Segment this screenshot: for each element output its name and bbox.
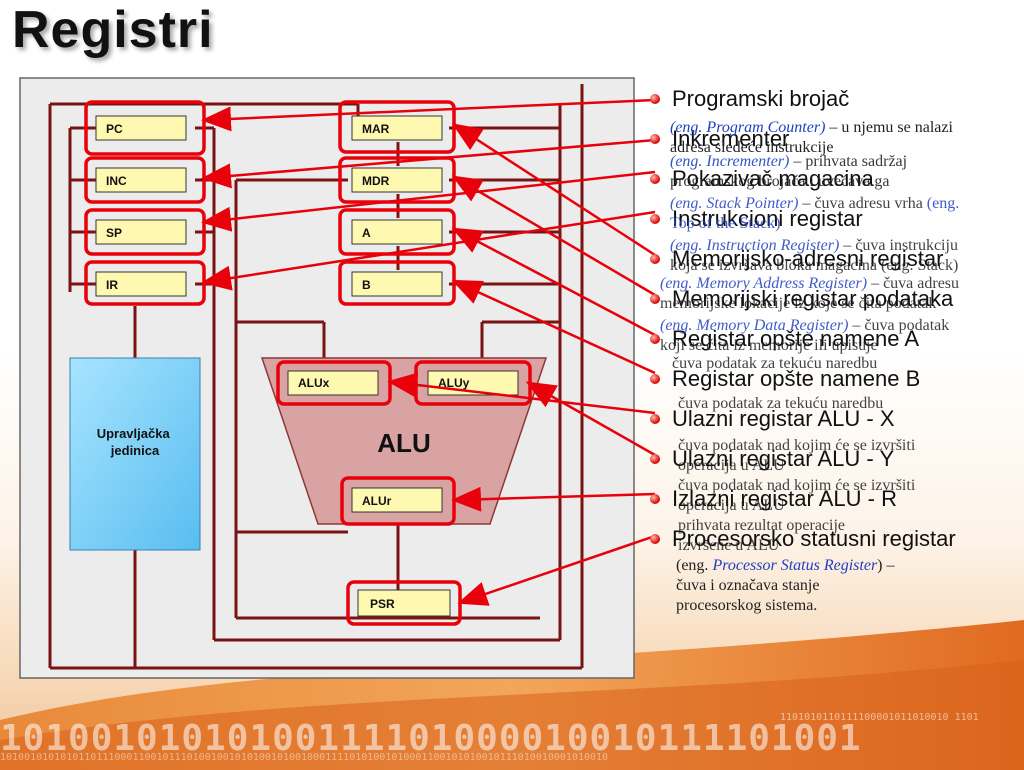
svg-text:MDR: MDR	[362, 174, 390, 188]
bullet-b: Registar opšte namene B	[650, 366, 1020, 406]
bullet-a: Registar opšte namene A	[650, 326, 1020, 366]
svg-text:PC: PC	[106, 122, 123, 136]
svg-text:B: B	[362, 278, 371, 292]
bullet-label: Inkrementer	[672, 126, 790, 151]
register-bullet-list: Programski brojač Inkrementer Pokazivač …	[650, 86, 1020, 566]
bullet-psr: Procesorsko statusni registar	[650, 526, 1020, 566]
svg-text:ALUr: ALUr	[362, 494, 392, 508]
description-psr: (eng. Processor Status Register) – čuva …	[676, 557, 895, 614]
binary-decoration-bottom: 1010010101010110111000110010111010010010…	[0, 752, 609, 763]
bullet-mdr: Memorijski registar podataka	[650, 286, 1020, 326]
slide-title: Registri	[12, 1, 214, 59]
svg-text:SP: SP	[106, 226, 122, 240]
description-mdr: (eng. Memory Data Register) – čuva podat…	[660, 317, 950, 354]
description-a: čuva podatak za tekuću naredbu	[672, 355, 878, 372]
bullet-label: Registar opšte namene A	[672, 326, 920, 351]
bullet-label: Izlazni registar ALU - R	[672, 486, 897, 511]
bullet-label: Memorijski registar podataka	[672, 286, 954, 311]
svg-text:ALUx: ALUx	[298, 376, 330, 390]
svg-text:A: A	[362, 226, 371, 240]
svg-text:MAR: MAR	[362, 122, 390, 136]
register-inc: INC	[84, 156, 206, 204]
description-x: čuva podatak nad kojim će se izvršiti op…	[678, 437, 916, 474]
alu-block	[260, 357, 548, 525]
description-sp: (eng. Stack Pointer) – čuva adresu vrha …	[670, 195, 960, 232]
bullet-y: Ulazni registar ALU - Y	[650, 446, 1020, 486]
bullet-sp: Pokazivač magacina	[650, 166, 1020, 206]
description-ir: (eng. Instruction Register) – čuva instr…	[670, 237, 959, 274]
bullet-r: Izlazni registar ALU - R	[650, 486, 1020, 526]
binary-decoration-small: 1101010110111100001011010010 1101	[780, 712, 979, 723]
bullet-label: Pokazivač magacina	[672, 166, 874, 191]
bullet-dot-icon	[650, 254, 660, 264]
bullet-ir: Instrukcioni registar	[650, 206, 1020, 246]
control-unit-label: Upravljačka jedinica	[97, 426, 174, 458]
bullet-dot-icon	[650, 294, 660, 304]
control-unit-box	[69, 357, 201, 551]
background-swoosh	[0, 620, 1024, 770]
svg-text:ALUy: ALUy	[438, 376, 470, 390]
bullet-dot-icon	[650, 494, 660, 504]
bullet-label: Ulazni registar ALU - Y	[672, 446, 895, 471]
bullet-dot-icon	[650, 94, 660, 104]
bullet-label: Registar opšte namene B	[672, 366, 921, 391]
register-pc: PC	[84, 100, 206, 156]
bullet-label: Programski brojač	[672, 86, 850, 111]
bullet-dot-icon	[650, 334, 660, 344]
bullet-dot-icon	[650, 454, 660, 464]
bullet-pc: Programski brojač	[650, 86, 1020, 126]
bullet-label: Instrukcioni registar	[672, 206, 863, 231]
pointer-arrows	[201, 98, 656, 606]
bullet-dot-icon	[650, 374, 660, 384]
bullet-inc: Inkrementer	[650, 126, 1020, 166]
bullet-label: Memorijsko-adresni registar	[672, 246, 944, 271]
svg-text:INC: INC	[106, 174, 127, 188]
description-pc: (eng. Program Counter) – u njemu se nala…	[670, 119, 953, 156]
register-ir: IR	[84, 260, 206, 306]
bullet-label: Ulazni registar ALU - X	[672, 406, 895, 431]
description-b: čuva podatak za tekuću naredbu	[678, 395, 884, 412]
description-y: čuva podatak nad kojim će se izvršiti op…	[678, 477, 916, 514]
bullet-x: Ulazni registar ALU - X	[650, 406, 1020, 446]
description-mar: (eng. Memory Address Register) – čuva ad…	[660, 275, 960, 312]
binary-decoration-large: 10100101010100111101000010010111101001	[0, 718, 862, 759]
bullet-label: Procesorsko statusni registar	[672, 526, 956, 551]
bullet-mar: Memorijsko-adresni registar	[650, 246, 1020, 286]
alu-label: ALU	[377, 428, 430, 458]
bullet-dot-icon	[650, 214, 660, 224]
bullet-dot-icon	[650, 414, 660, 424]
description-r: prihvata rezultat operacije izvršene u A…	[678, 517, 846, 554]
svg-text:IR: IR	[106, 278, 118, 292]
description-inc: (eng. Incrementer) – prihvata sadržaj pr…	[670, 153, 908, 190]
bullet-dot-icon	[650, 534, 660, 544]
bullet-dot-icon	[650, 174, 660, 184]
bullet-dot-icon	[650, 134, 660, 144]
svg-text:PSR: PSR	[370, 597, 395, 611]
register-sp: SP	[84, 208, 206, 256]
